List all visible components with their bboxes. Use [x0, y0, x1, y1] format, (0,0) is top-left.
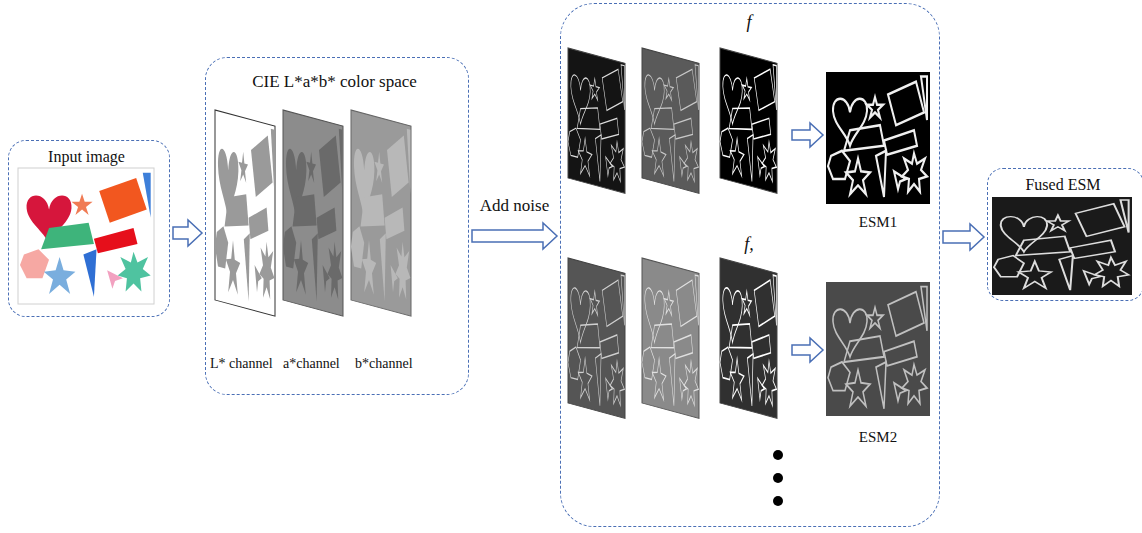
noisy-channel-picture — [642, 48, 699, 193]
b-channel-picture — [351, 110, 411, 316]
panel-text: f, — [731, 234, 767, 256]
noisy-channel-picture — [568, 48, 625, 193]
dashed-panel: Input image — [8, 140, 170, 317]
noisy-channel-picture — [720, 258, 777, 418]
input-picture — [18, 168, 154, 304]
noisy-channel-picture — [568, 258, 625, 418]
channel-label: a*channel — [283, 356, 340, 373]
panel-text: ESM1 — [823, 213, 933, 231]
channel-label: L* channel — [210, 356, 273, 373]
dashed-panel: CIE L*a*b* color space — [205, 57, 469, 395]
dashed-panel: fESM1 f, ESM2 — [560, 3, 940, 527]
channel-label: b*channel — [355, 356, 413, 373]
noisy-channel-picture — [720, 48, 777, 193]
l-channel-picture — [215, 110, 275, 316]
panel-text: Fused ESM — [988, 175, 1138, 194]
esm-picture — [826, 72, 930, 204]
esm-picture — [826, 282, 930, 416]
a-channel-picture — [283, 110, 343, 316]
hollow-arrow — [943, 224, 984, 250]
panel-text: CIE L*a*b* color space — [206, 72, 463, 92]
noisy-channel-picture — [642, 258, 699, 418]
ellipsis-dots — [773, 450, 783, 506]
panel-text: f — [731, 12, 767, 34]
edge-label: Add noise — [477, 196, 552, 216]
hollow-arrow — [472, 223, 557, 249]
hollow-arrow — [792, 338, 823, 362]
hollow-arrow — [792, 123, 823, 147]
hollow-arrow — [173, 220, 202, 246]
panel-text: ESM2 — [823, 428, 933, 446]
panel-text: Input image — [9, 147, 164, 166]
fused-esm-picture — [992, 197, 1132, 295]
dashed-panel: Fused ESM — [987, 168, 1142, 301]
